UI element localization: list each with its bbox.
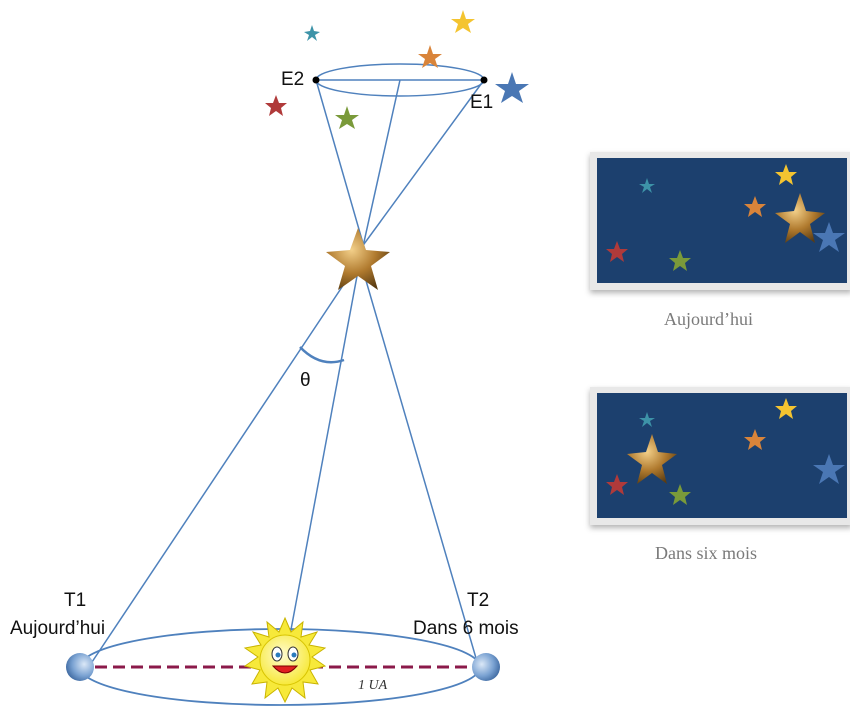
near-star-icon [627,434,677,484]
label-distance: 1 UA [358,678,388,693]
star-icon [669,250,691,271]
caption-six-months: Dans six mois [655,543,758,563]
near-star-icon [775,193,825,243]
sightline-t1 [89,259,361,666]
near-star-icon [326,228,390,290]
star-icon [639,412,655,427]
e1-point [480,76,488,84]
star-icon [265,95,287,116]
star-icon [775,164,797,185]
sightline-e1 [344,79,485,271]
sightline-mid [359,79,401,261]
label-t1-sub: Aujourd’hui [10,618,106,639]
star-icon [775,398,797,419]
earth-t2-icon [472,653,500,681]
label-t2-sub: Dans 6 mois [413,618,519,639]
label-e1: E1 [470,92,494,113]
star-icon [669,484,691,505]
star-icon [639,178,655,193]
sightline-sun [289,259,361,636]
star-icon [451,10,475,33]
star-icon [813,222,845,252]
star-icon [813,454,845,484]
sun-icon [243,616,327,704]
sightline-t2 [359,259,479,666]
caption-today: Aujourd’hui [664,309,753,329]
sky-panel-six-months [590,387,850,525]
star-icon [304,25,320,41]
earth-t1-icon [66,653,94,681]
theta-arc [299,346,345,364]
star-icon [495,72,529,103]
star-icon [606,241,628,262]
star-icon [335,106,359,129]
label-t2: T2 [467,590,490,611]
star-icon [418,45,442,68]
e2-point [312,76,320,84]
label-t1: T1 [64,590,87,611]
star-icon [744,429,766,450]
star-icon [744,196,766,217]
label-theta: θ [300,370,311,391]
sky-panel-today [590,152,850,290]
star-icon [606,474,628,495]
label-e2: E2 [281,69,305,90]
